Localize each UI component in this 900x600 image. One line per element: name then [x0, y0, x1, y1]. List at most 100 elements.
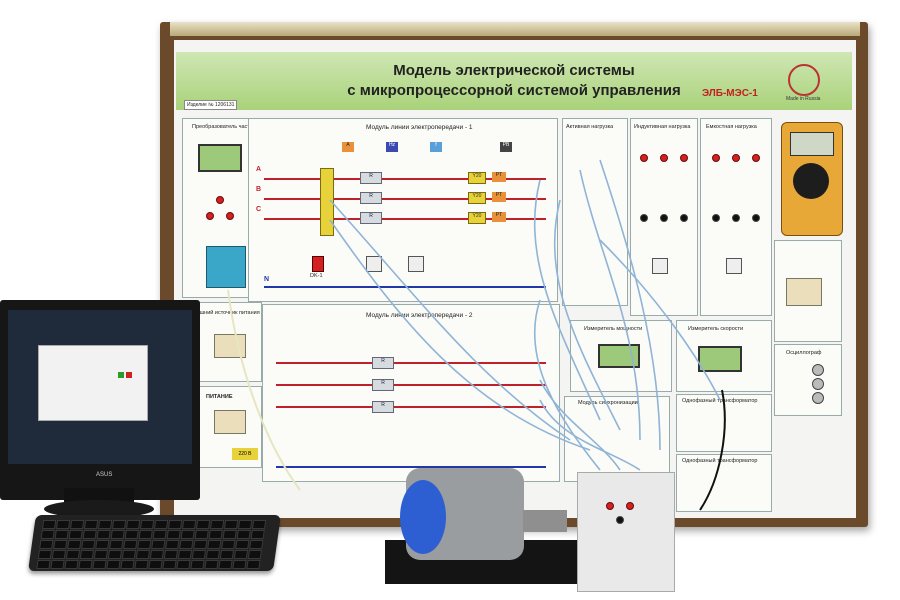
supply-switch[interactable] [214, 410, 246, 434]
keyboard-key[interactable] [139, 520, 155, 529]
jack-red[interactable] [626, 502, 634, 510]
bnc-ext-connector[interactable] [812, 392, 824, 404]
keyboard-key[interactable] [82, 530, 97, 539]
keyboard-key[interactable] [194, 530, 209, 539]
jack-black[interactable] [616, 516, 624, 524]
keyboard-key[interactable] [167, 520, 183, 529]
keyboard-key[interactable] [69, 520, 85, 529]
keyboard-key[interactable] [195, 520, 211, 529]
keyboard-key[interactable] [233, 550, 249, 559]
keyboard-key[interactable] [236, 530, 251, 539]
relay-block-b[interactable]: PT [492, 192, 506, 202]
meter-block-b[interactable]: Y20 [468, 192, 486, 204]
keyboard-key[interactable] [166, 530, 181, 539]
keyboard-key[interactable] [193, 540, 208, 549]
keyboard-key[interactable] [151, 540, 166, 549]
keyboard-key[interactable] [232, 560, 247, 569]
keyboard-key[interactable] [204, 560, 219, 569]
keyboard-key[interactable] [50, 560, 65, 569]
keyboard-key[interactable] [120, 560, 135, 569]
keyboard-key[interactable] [237, 520, 253, 529]
jack-red[interactable] [680, 154, 688, 162]
rotary-switch[interactable] [366, 256, 382, 272]
busbar-block[interactable] [320, 168, 334, 236]
keyboard-key[interactable] [247, 550, 263, 559]
keyboard-key[interactable] [149, 550, 165, 559]
jack-red[interactable] [606, 502, 614, 510]
keyboard-key[interactable] [53, 540, 68, 549]
keyboard-key[interactable] [208, 530, 223, 539]
keyboard-key[interactable] [218, 560, 233, 569]
relay-block-c[interactable]: PT [492, 212, 506, 222]
keyboard-key[interactable] [163, 550, 179, 559]
jack-black[interactable] [680, 214, 688, 222]
bnc-ch2-connector[interactable] [812, 378, 824, 390]
keyboard-key[interactable] [125, 520, 141, 529]
keyboard-key[interactable] [65, 550, 81, 559]
keyboard-key[interactable] [223, 520, 239, 529]
keyboard-key[interactable] [41, 520, 57, 529]
bnc-ch1-connector[interactable] [812, 364, 824, 376]
keyboard-key[interactable] [40, 530, 55, 539]
keyboard-key[interactable] [67, 540, 82, 549]
jack-black[interactable] [732, 214, 740, 222]
keyboard-key[interactable] [138, 530, 153, 539]
meter-block-c[interactable]: Y20 [468, 212, 486, 224]
keyboard-key[interactable] [250, 530, 265, 539]
keyboard-key[interactable] [78, 560, 93, 569]
keyboard[interactable] [28, 515, 281, 571]
keyboard-key[interactable] [207, 540, 222, 549]
keyboard-key[interactable] [205, 550, 221, 559]
keyboard-key[interactable] [165, 540, 180, 549]
keyboard-key[interactable] [111, 520, 127, 529]
jack-red[interactable] [660, 154, 668, 162]
keyboard-key[interactable] [83, 520, 99, 529]
keyboard-key[interactable] [109, 540, 124, 549]
keyboard-key[interactable] [137, 540, 152, 549]
keyboard-key[interactable] [179, 540, 194, 549]
keyboard-key[interactable] [107, 550, 123, 559]
keyboard-key[interactable] [121, 550, 137, 559]
keyboard-key[interactable] [181, 520, 197, 529]
keyboard-key[interactable] [222, 530, 237, 539]
jack-red[interactable] [732, 154, 740, 162]
keyboard-key[interactable] [64, 560, 79, 569]
keyboard-key[interactable] [92, 560, 107, 569]
keyboard-key[interactable] [37, 550, 53, 559]
software-window[interactable] [38, 345, 148, 421]
keyboard-key[interactable] [95, 540, 110, 549]
keyboard-key[interactable] [96, 530, 111, 539]
keyboard-key[interactable] [54, 530, 69, 539]
jack-red[interactable] [226, 212, 234, 220]
meter-block-a[interactable]: Y20 [468, 172, 486, 184]
keyboard-key[interactable] [55, 520, 71, 529]
keyboard-key[interactable] [251, 520, 267, 529]
keyboard-key[interactable] [235, 540, 250, 549]
keyboard-key[interactable] [191, 550, 207, 559]
relay-block-a[interactable]: PT [492, 172, 506, 182]
phase-connector-block[interactable] [206, 246, 246, 288]
keyboard-key[interactable] [68, 530, 83, 539]
inductive-load-selector[interactable] [652, 258, 668, 274]
jack-black[interactable] [660, 214, 668, 222]
jack-red[interactable] [752, 154, 760, 162]
jack-black[interactable] [640, 214, 648, 222]
keyboard-key[interactable] [110, 530, 125, 539]
keyboard-key[interactable] [176, 560, 191, 569]
keyboard-key[interactable] [39, 540, 54, 549]
keyboard-key[interactable] [93, 550, 109, 559]
keyboard-key[interactable] [36, 560, 51, 569]
circuit-breaker-switch[interactable] [786, 278, 822, 306]
keyboard-key[interactable] [246, 560, 261, 569]
keyboard-key[interactable] [135, 550, 151, 559]
keyboard-key[interactable] [162, 560, 177, 569]
keyboard-key[interactable] [148, 560, 163, 569]
keyboard-key[interactable] [79, 550, 95, 559]
keyboard-key[interactable] [134, 560, 149, 569]
keyboard-key[interactable] [51, 550, 67, 559]
jack-red[interactable] [712, 154, 720, 162]
keyboard-key[interactable] [221, 540, 236, 549]
keyboard-key[interactable] [123, 540, 138, 549]
keyboard-key[interactable] [81, 540, 96, 549]
jack-black[interactable] [752, 214, 760, 222]
